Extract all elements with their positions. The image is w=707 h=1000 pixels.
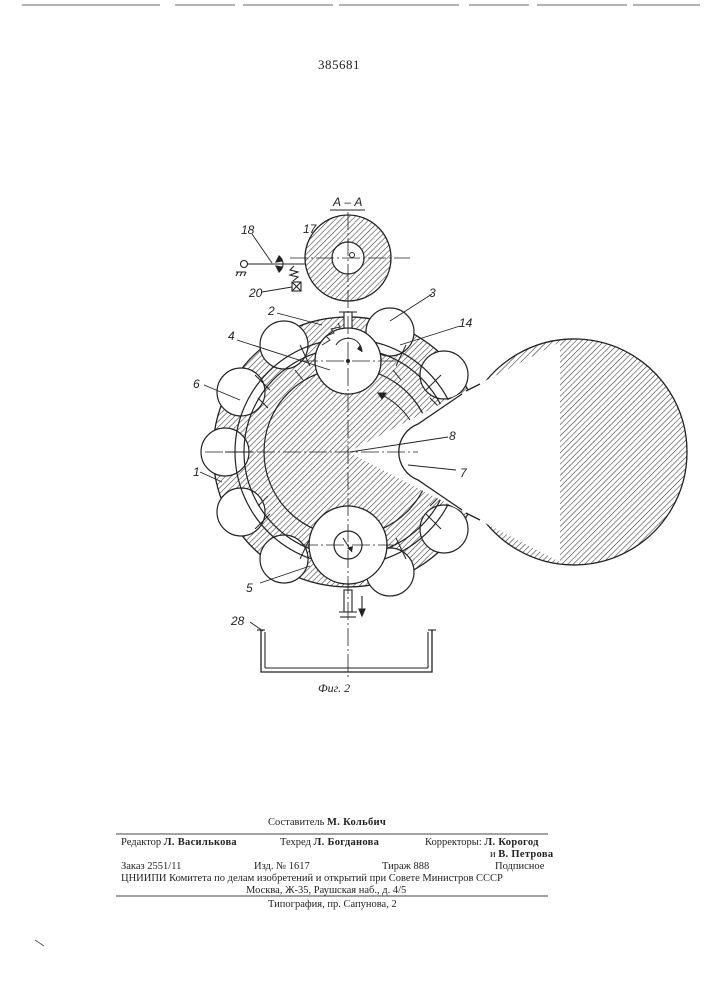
corrector-and: и	[490, 849, 496, 860]
correctors-line: Корректоры: Л. Корогод	[425, 837, 539, 848]
label-6: 6	[193, 377, 200, 391]
label-3: 3	[429, 286, 436, 300]
section-label: А – А	[332, 195, 362, 209]
discharge	[257, 590, 436, 672]
label-1: 1	[193, 465, 200, 479]
label-4: 4	[228, 329, 235, 343]
printer-line: Типография, пр. Сапунова, 2	[268, 899, 397, 910]
figure-caption: Фиг. 2	[318, 681, 350, 695]
edition-number: Изд. № 1617	[254, 861, 310, 872]
label-20: 20	[248, 286, 263, 300]
techred-line: Техред Л. Богданова	[280, 837, 379, 848]
label-5: 5	[246, 581, 253, 595]
corrector-1: Л. Корогод	[484, 837, 538, 848]
techred-name: Л. Богданова	[314, 837, 380, 848]
editor-label: Редактор	[121, 837, 161, 848]
scan-mark	[35, 940, 44, 946]
order-number: Заказ 2551/11	[121, 861, 181, 872]
address-line: Москва, Ж-35, Раушская наб., д. 4/5	[246, 885, 406, 896]
correctors-label: Корректоры:	[425, 837, 482, 848]
section-label-group: А – А	[330, 195, 365, 210]
subscription: Подписное	[495, 861, 544, 872]
compiler-label: Составитель	[268, 817, 324, 828]
compiler-line: Составитель М. Кольбич	[268, 817, 386, 828]
techred-label: Техред	[280, 837, 311, 848]
editor-name: Л. Василькова	[164, 837, 237, 848]
compiler-name: М. Кольбич	[327, 817, 386, 828]
label-28: 28	[230, 614, 245, 628]
label-17: 17	[303, 222, 318, 236]
corrector-2: В. Петрова	[498, 849, 553, 860]
label-18: 18	[241, 223, 255, 237]
label-8: 8	[449, 429, 456, 443]
label-7: 7	[460, 466, 468, 480]
print-run: Тираж 888	[382, 861, 429, 872]
label-2: 2	[267, 304, 275, 318]
label-14: 14	[459, 316, 473, 330]
editor-line: Редактор Л. Василькова	[121, 837, 237, 848]
corrector-2-line: и В. Петрова	[490, 849, 553, 860]
org-line: ЦНИИПИ Комитета по делам изобретений и о…	[121, 873, 503, 884]
